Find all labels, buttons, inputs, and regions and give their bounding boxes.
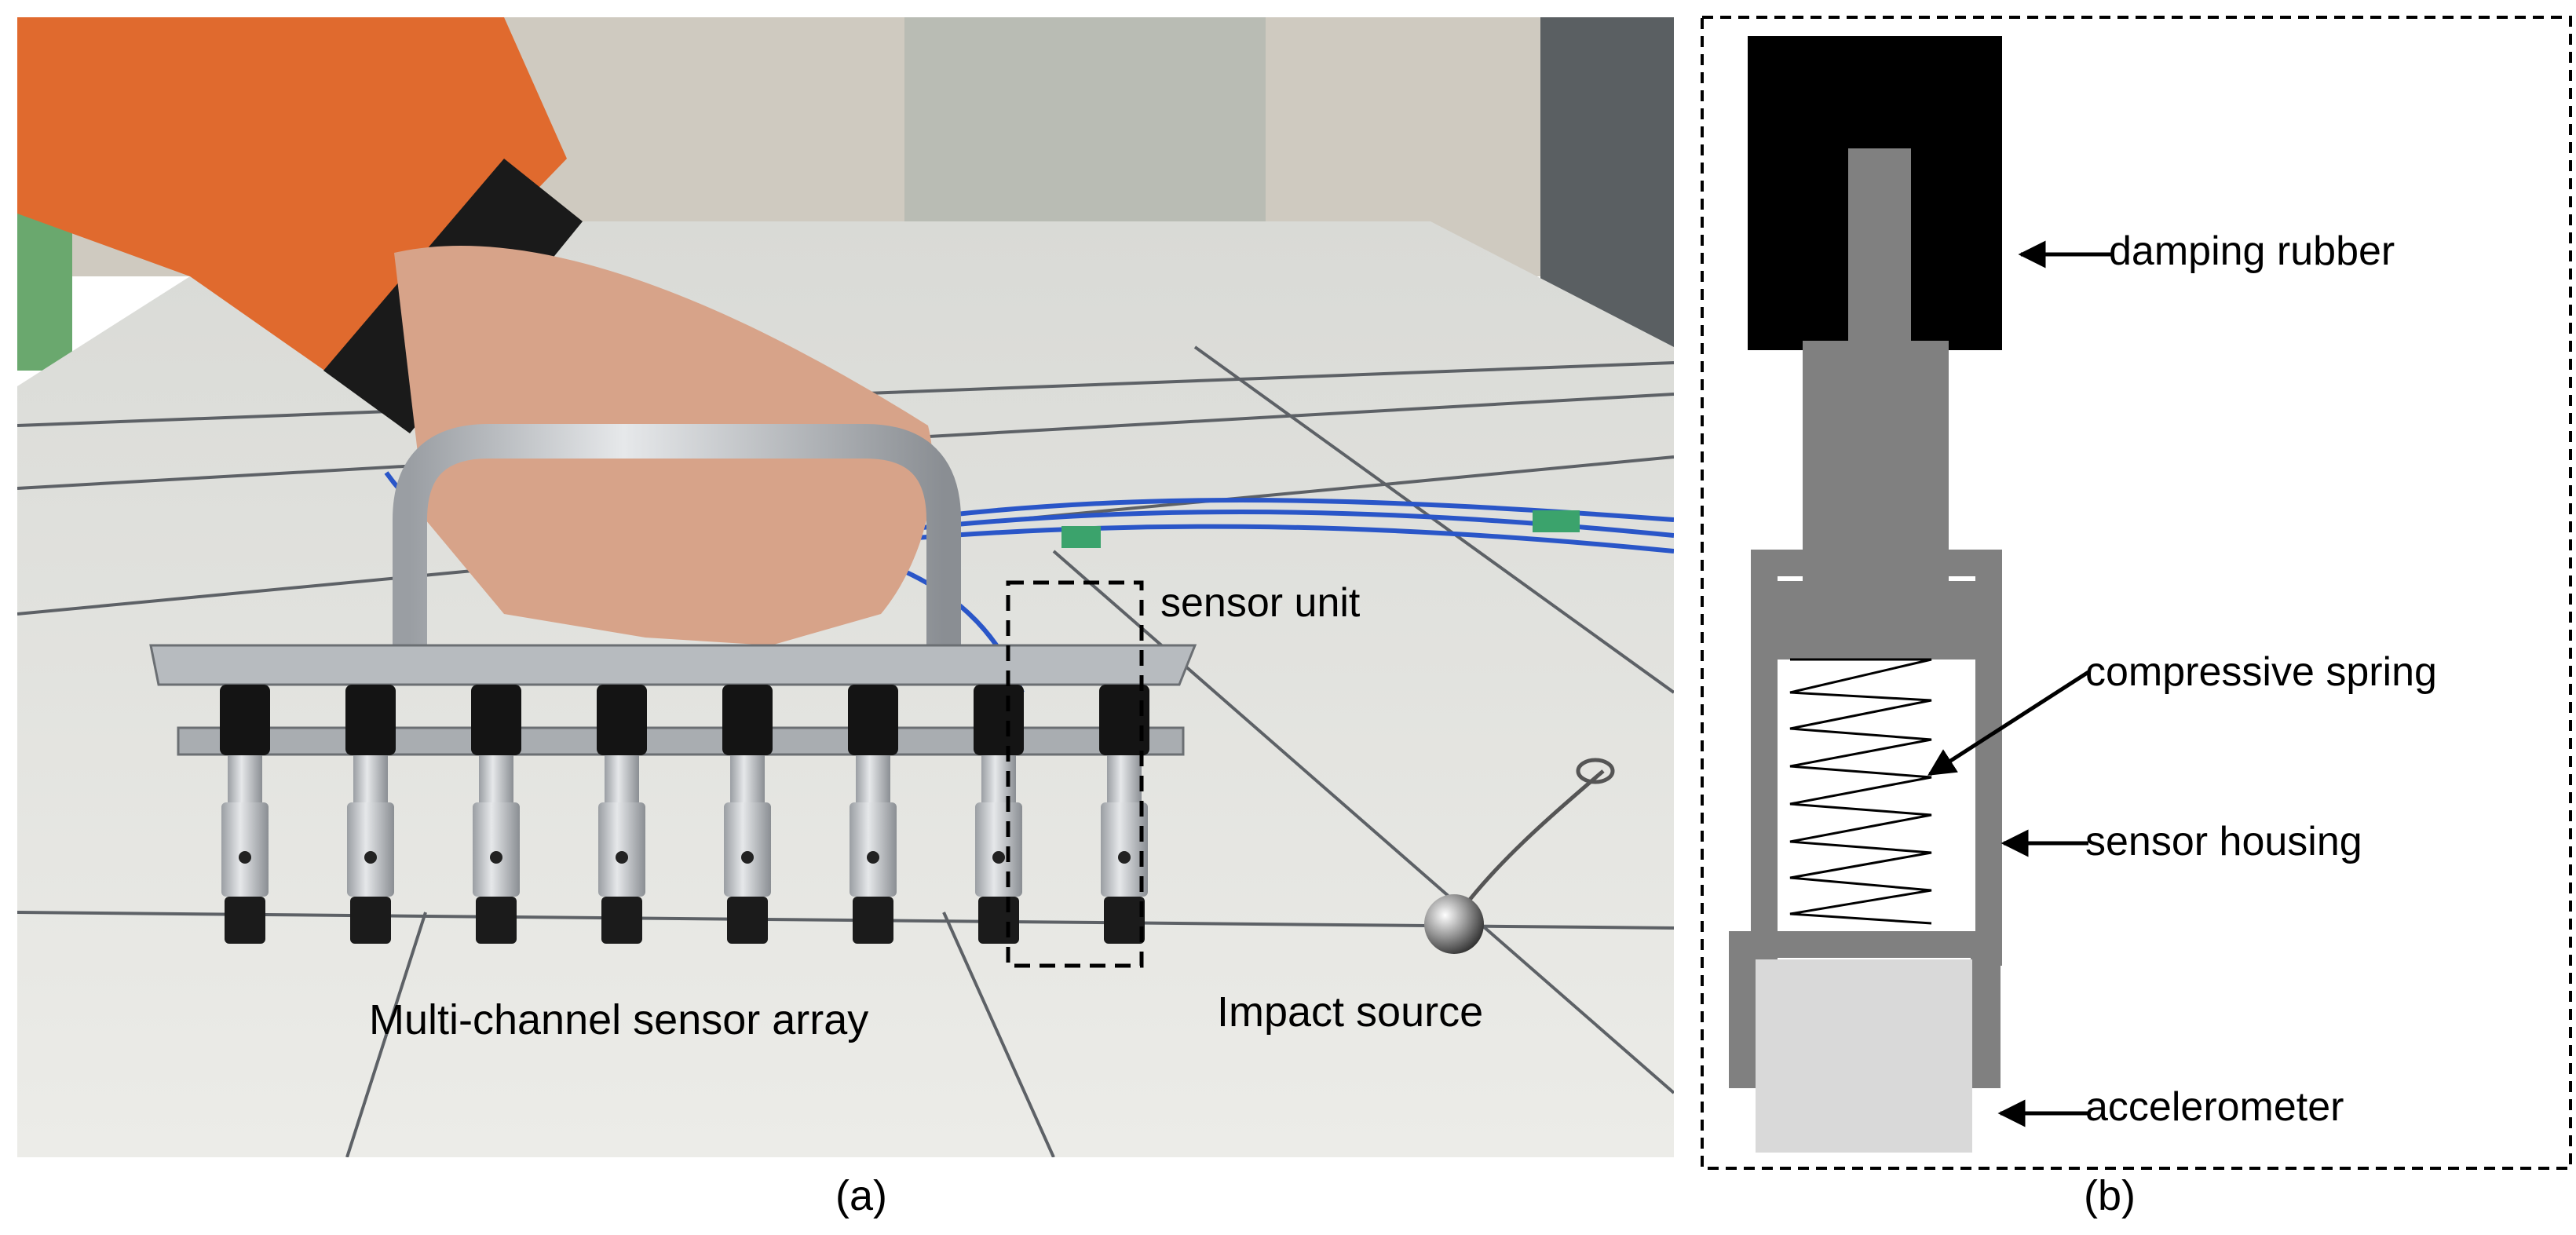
sensor-housing-label: sensor housing: [2085, 819, 2362, 864]
damping-rubber-label: damping rubber: [2109, 228, 2395, 274]
background-machine: [904, 17, 1266, 245]
accelerometer-shape: [1756, 959, 1972, 1153]
sensor-units: [220, 685, 1149, 944]
array-top-bar: [149, 644, 1197, 686]
piston-shaft: [1774, 148, 1979, 660]
impact-source-label: Impact source: [1217, 988, 1484, 1036]
panel-b-caption: (b): [2084, 1172, 2136, 1219]
sensor-housing-shape: [1729, 550, 2002, 1088]
sensor-array-photo: [17, 17, 1674, 1157]
cable-sleeve-green-2: [1533, 510, 1580, 532]
impact-ball: [1424, 894, 1484, 954]
accelerometer-label: accelerometer: [2085, 1084, 2344, 1130]
damping-rubber-shape: [1748, 36, 2002, 350]
sensor-array-label: Multi-channel sensor array: [369, 996, 869, 1043]
damping-rubber-shaft-gap: [1803, 341, 1949, 356]
compressive-spring-shape: [1789, 658, 1932, 925]
cable-sleeve-green: [1061, 526, 1101, 548]
sensor-unit-schematic: [1701, 16, 2572, 1170]
array-lower-bar: [177, 726, 1185, 756]
impact-ball-loop: [1576, 758, 1615, 784]
compressive-spring-label: compressive spring: [2085, 649, 2437, 695]
compressive-spring-arrow: [1927, 670, 2090, 776]
array-handle: [393, 424, 961, 653]
sensor-unit-label: sensor unit: [1160, 580, 1361, 626]
panel-a-caption: (a): [835, 1172, 887, 1219]
schematic-frame: [1701, 16, 2572, 1170]
sensor-unit-highlight-box: [1006, 580, 1144, 968]
